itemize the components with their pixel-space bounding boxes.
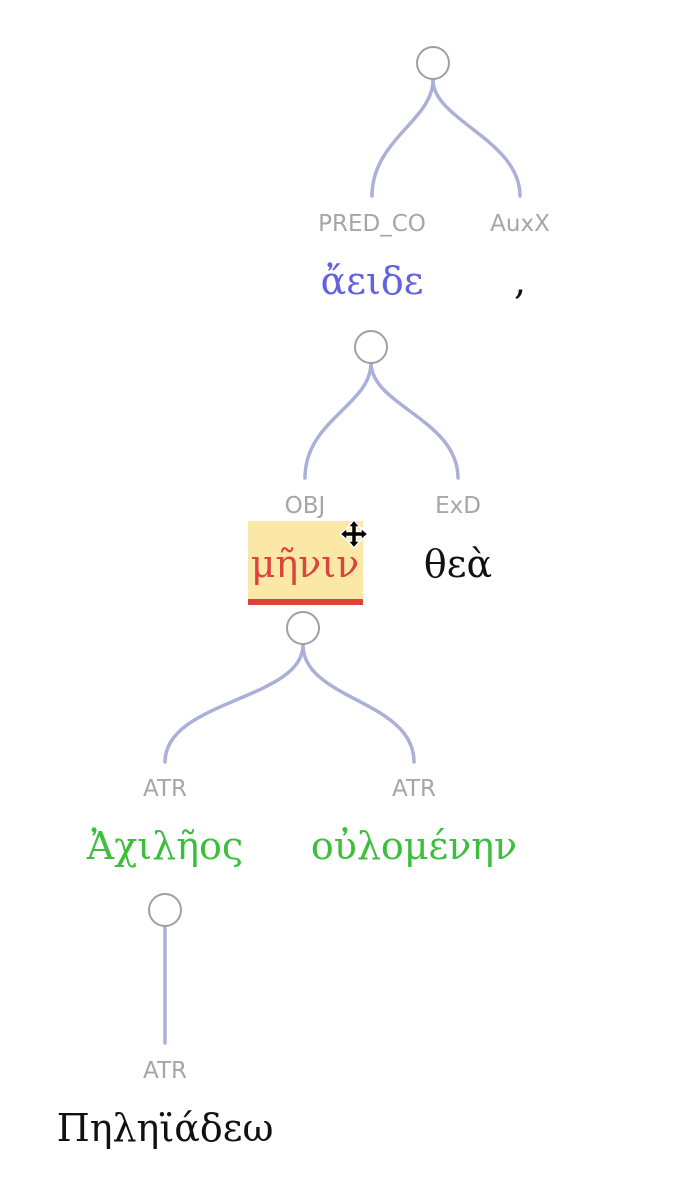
edge-menin-to-atr-left	[163, 643, 305, 764]
relation-label-obj: OBJ	[285, 493, 326, 519]
relation-label-atr-oulomenen: ATR	[392, 776, 436, 802]
edge-menin-to-atr-right	[301, 643, 416, 764]
edge-aeide-to-obj	[303, 361, 373, 480]
node-circle-achileos[interactable]	[148, 893, 182, 927]
word-aeide[interactable]: ἄειδε	[321, 259, 424, 303]
relation-label-auxx: AuxX	[490, 211, 550, 237]
edge-aeide-to-exd	[369, 361, 460, 480]
edge-root-to-pred-co	[370, 78, 435, 198]
root-node-circle[interactable]	[416, 46, 450, 80]
edge-root-to-auxx	[431, 78, 522, 198]
relation-label-atr-achileos: ATR	[143, 776, 187, 802]
node-circle-aeide[interactable]	[354, 330, 388, 364]
word-achileos[interactable]: Ἀχιλῆος	[86, 824, 243, 868]
word-oulomenen[interactable]: οὐλομένην	[311, 824, 517, 868]
word-thea[interactable]: θεὰ	[424, 542, 492, 586]
word-peleiadeo[interactable]: Πηληϊάδεω	[57, 1106, 274, 1150]
relation-label-pred-co: PRED_CO	[318, 211, 426, 237]
word-comma[interactable]: ,	[514, 259, 526, 303]
relation-label-exd: ExD	[435, 493, 481, 519]
node-circle-menin[interactable]	[286, 611, 320, 645]
relation-label-atr-peleiadeo: ATR	[143, 1058, 187, 1084]
word-menin[interactable]: μῆνιν	[251, 542, 360, 586]
selected-word-underline	[248, 599, 363, 605]
